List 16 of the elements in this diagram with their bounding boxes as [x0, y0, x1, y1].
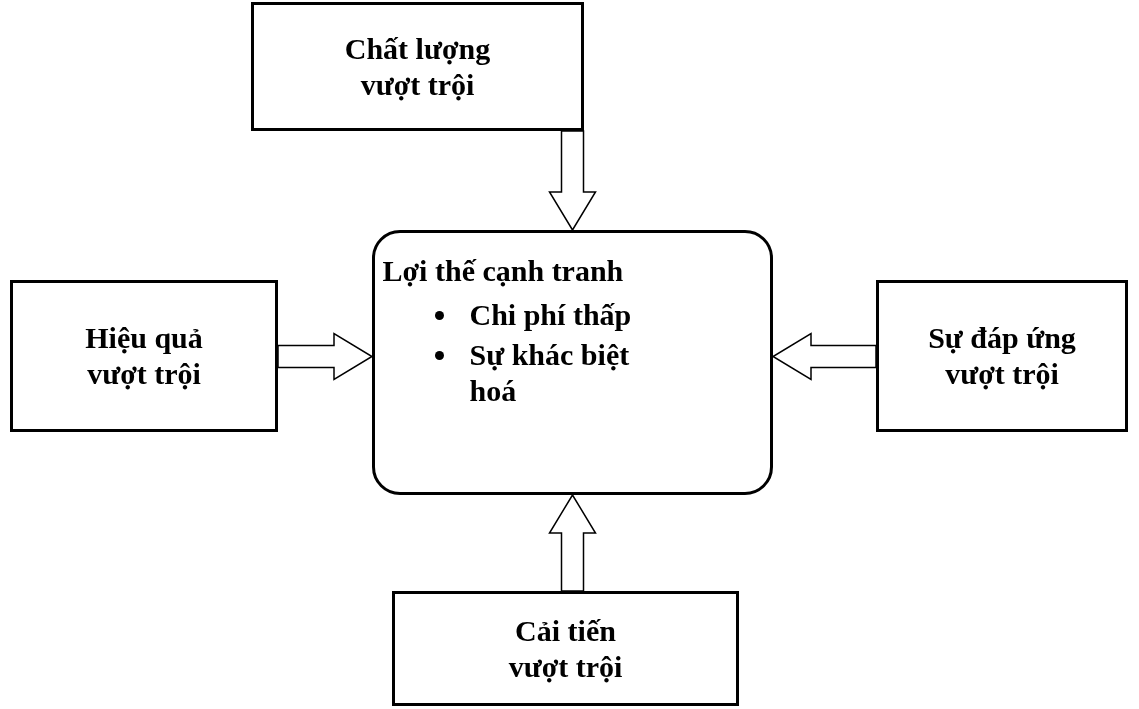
block-arrow	[771, 332, 877, 381]
block-arrow	[548, 493, 597, 592]
heading-text: Lợi thế cạnh tranh	[382, 253, 625, 289]
process-box	[10, 280, 278, 432]
bullet-item: Chi phí thấp	[469, 297, 633, 333]
process-box	[392, 591, 739, 706]
box-label: Sự đáp ứng vượt trội	[927, 320, 1077, 392]
block-arrow	[277, 332, 374, 381]
process-box	[876, 280, 1128, 432]
box-label: Hiệu quả vượt trội	[84, 320, 204, 392]
rounded-box	[372, 230, 773, 495]
box-label: Cải tiến vượt trội	[507, 612, 624, 685]
process-box	[251, 2, 584, 131]
bullet-item: Sự khác biệt hoá	[469, 337, 631, 409]
block-arrow	[548, 130, 597, 232]
box-label: Chất lượng vượt trội	[343, 30, 492, 103]
